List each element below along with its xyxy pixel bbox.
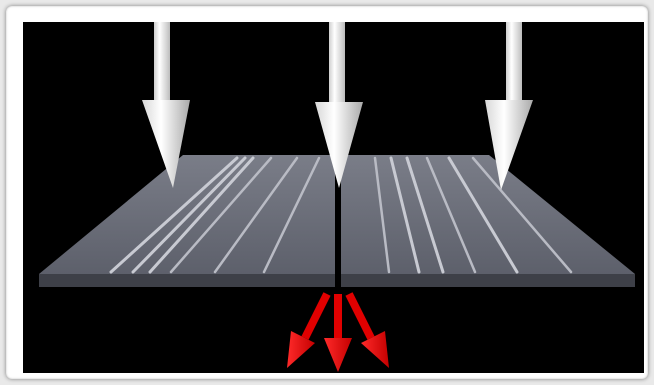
left-plate-grooves [109, 156, 321, 274]
incident-arrow-center [315, 22, 363, 188]
incident-arrow-left [142, 22, 190, 188]
plate-gap [335, 155, 341, 288]
diagram-canvas [23, 22, 644, 373]
right-plate [341, 155, 635, 287]
output-arrow-center [324, 294, 352, 372]
right-plate-grooves [373, 156, 573, 274]
output-arrows [287, 292, 389, 372]
output-arrow-right [345, 292, 389, 368]
figure-frame [6, 6, 648, 379]
incident-arrow-right [485, 22, 533, 190]
output-arrow-left [287, 292, 331, 368]
diagram-svg [39, 22, 635, 372]
left-plate [39, 155, 335, 287]
